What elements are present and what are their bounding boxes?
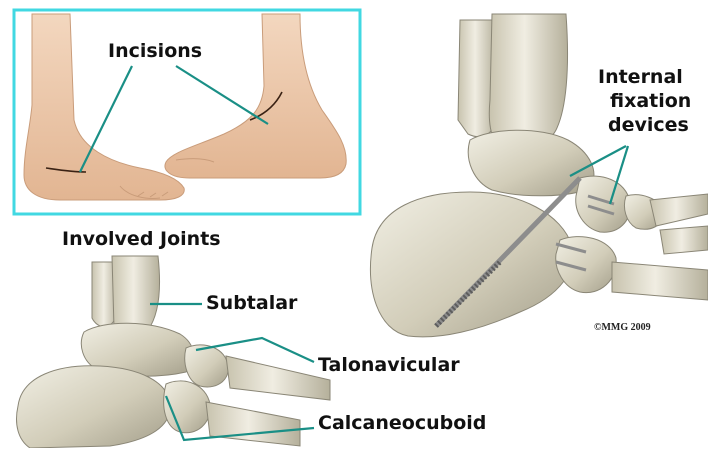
involved-joints-heading: Involved Joints [62,228,221,250]
internal-fixation-label-line-2: fixation [610,90,691,112]
subtalar-label: Subtalar [206,292,297,314]
internal-fixation-label-line-1: Internal [598,66,683,88]
involved-joints-drawing [17,256,331,448]
talonavicular-label: Talonavicular [318,354,460,376]
internal-fixation-label-line-3: devices [608,114,689,136]
calcaneocuboid-label: Calcaneocuboid [318,412,486,434]
copyright-notice: ©MMG 2009 [594,322,651,333]
fixation-ankle-drawing [371,14,708,337]
incisions-label: Incisions [108,40,202,62]
